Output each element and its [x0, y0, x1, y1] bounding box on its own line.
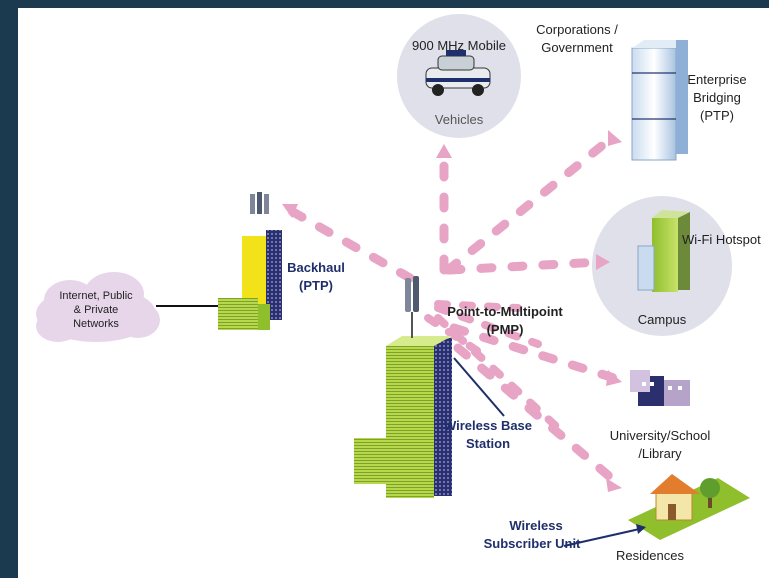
university-line2: /Library — [638, 446, 682, 461]
arrow-backhaul — [282, 204, 298, 218]
backhaul-tower-building — [218, 230, 282, 330]
vehicles-label: Vehicles — [434, 112, 484, 127]
arrow-vehicles — [436, 144, 452, 158]
enterprise-line2: Bridging — [693, 90, 741, 105]
arrow-enterprise — [608, 130, 622, 146]
arrow-university — [606, 370, 622, 386]
beam-campus — [445, 257, 605, 275]
base-station-pointer — [453, 357, 505, 417]
backhaul-line2: (PTP) — [299, 278, 333, 293]
pmp-line2: (PMP) — [486, 322, 524, 337]
base-station-antenna-icon — [405, 276, 419, 338]
enterprise-line1: Enterprise — [687, 72, 747, 87]
fan-beams — [424, 300, 562, 432]
subscriber-line2: Subscriber Unit — [483, 536, 581, 551]
base-station-line2: Station — [465, 436, 511, 451]
corporations-line1: Corporations / — [536, 22, 618, 37]
internet-line1: Internet, Public — [59, 290, 133, 302]
enterprise-building — [631, 40, 688, 161]
network-diagram — [36, 14, 750, 547]
backhaul-antenna-icon — [250, 192, 269, 214]
internet-line3: Networks — [73, 318, 119, 330]
base-station-building — [354, 336, 452, 498]
campus-label: Campus — [637, 312, 687, 327]
diagram-frame: 900 MHz Mobile Vehicles Corporations / G… — [18, 8, 769, 578]
wifi-hotspot-label: Wi-Fi Hotspot — [682, 232, 761, 247]
beam-enterprise — [443, 131, 619, 275]
beam-arrowheads — [282, 130, 622, 492]
police-car-icon — [425, 50, 491, 96]
mobile-title: 900 MHz Mobile — [412, 38, 506, 53]
beam-university — [449, 323, 619, 383]
house-icon — [650, 474, 700, 521]
residences-label: Residences — [616, 548, 684, 563]
subscriber-line1: Wireless — [509, 518, 563, 533]
arrow-residences — [606, 478, 622, 492]
pmp-line1: Point-to-Multipoint — [447, 304, 563, 319]
backhaul-line1: Backhaul — [287, 260, 345, 275]
internet-line2: & Private — [73, 304, 119, 316]
beam-backhaul — [281, 203, 415, 283]
subscriber-pointer-arrowhead — [636, 524, 646, 534]
university-line1: University/School — [609, 428, 711, 443]
university-building — [630, 370, 690, 406]
base-station-line1: Wireless Base — [443, 418, 533, 433]
enterprise-line3: (PTP) — [700, 108, 734, 123]
beam-residences — [453, 343, 621, 487]
beams — [281, 131, 621, 487]
campus-building — [637, 210, 690, 292]
cloud-icon — [36, 272, 160, 342]
corporations-line2: Government — [541, 40, 613, 55]
arrow-campus — [596, 254, 610, 270]
tree-icon — [700, 478, 720, 508]
subscriber-pointer — [563, 527, 645, 547]
